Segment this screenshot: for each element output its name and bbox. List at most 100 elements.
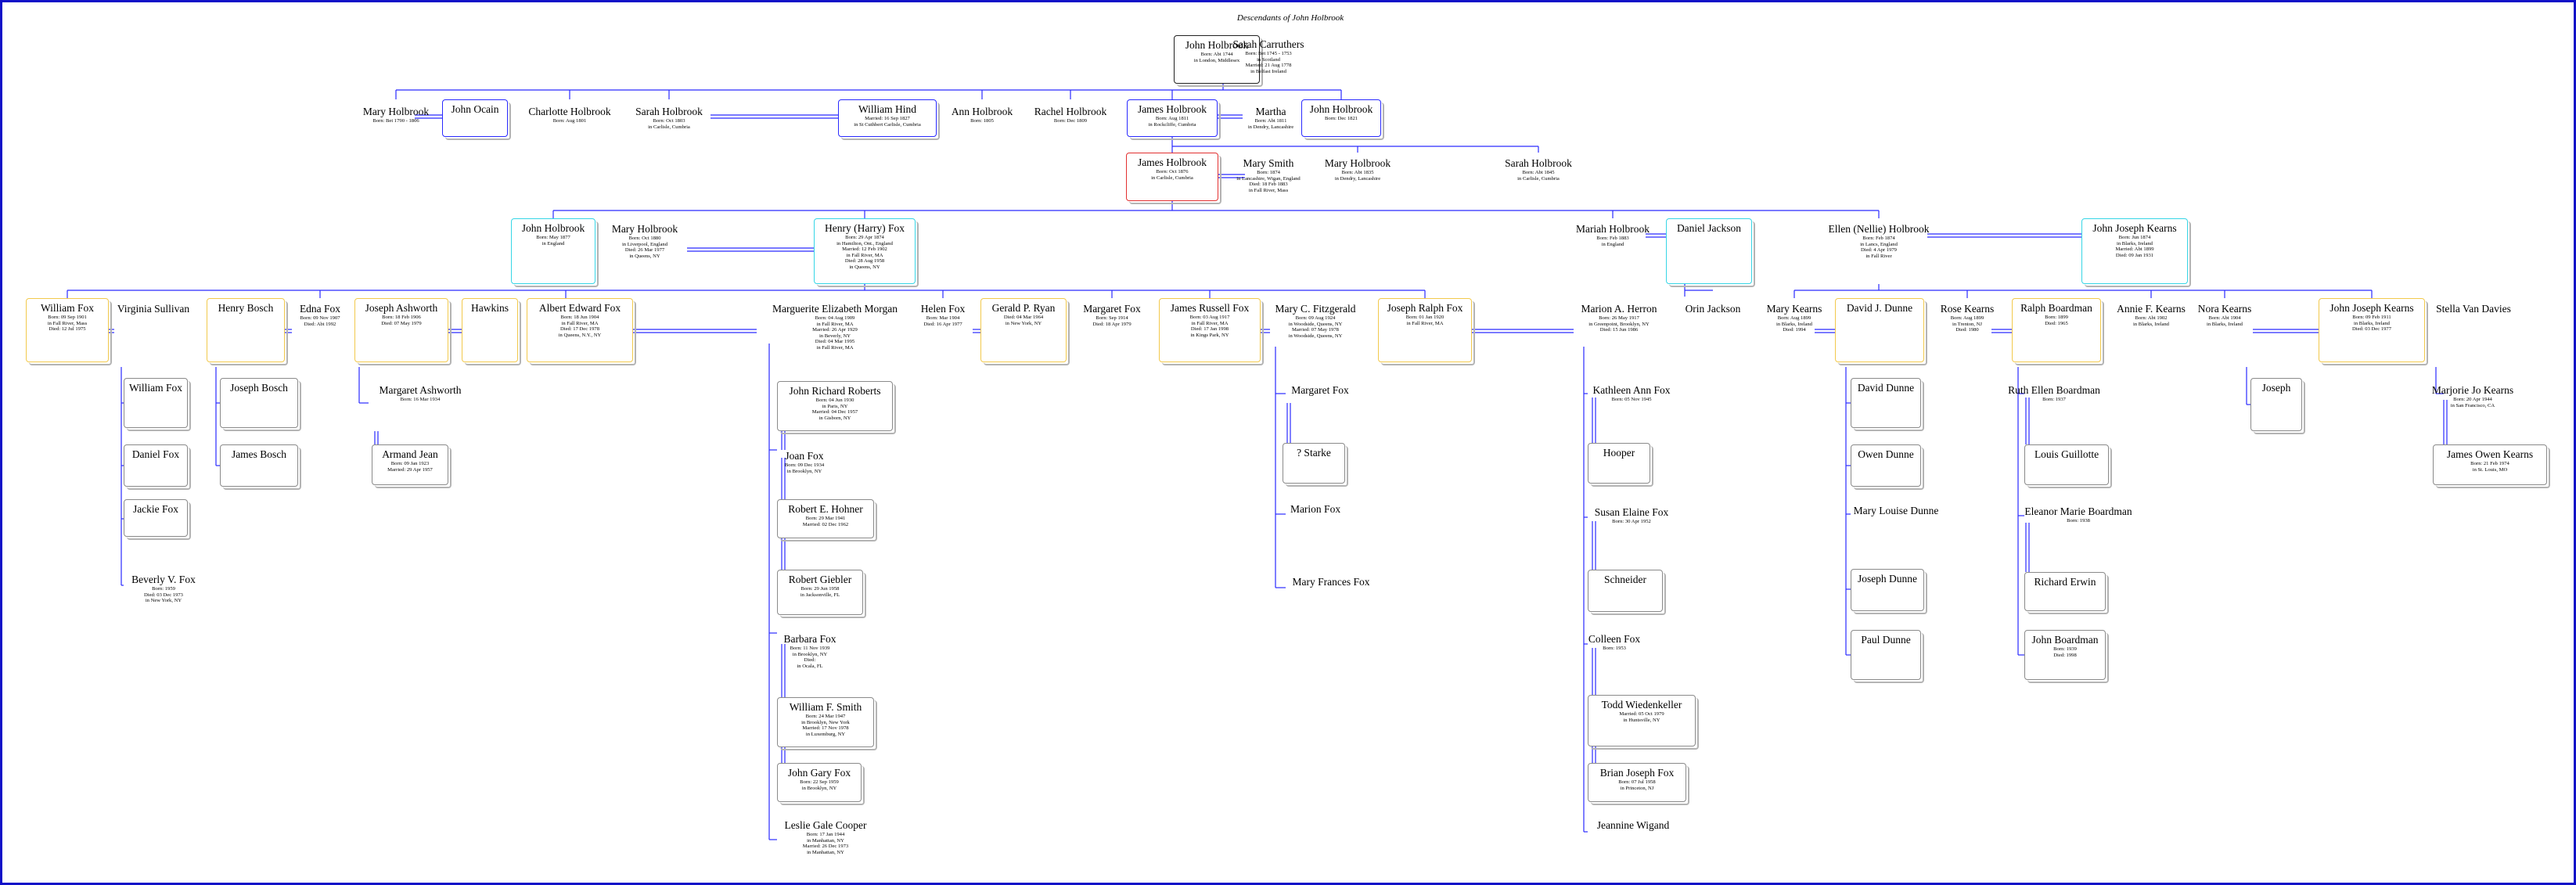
person-detail: in Blarks, Ireland [2117, 240, 2153, 246]
person-detail: Born: 01 Jan 1920 [1405, 315, 1445, 320]
person-card: Joseph [2250, 378, 2305, 434]
person-card: Paul Dunne [1851, 630, 1924, 683]
person-detail: Died: 4 Apr 1979 [1861, 247, 1897, 254]
person-detail: in Brooklyn, NY [801, 785, 837, 791]
person-detail: Born: 22 Sep 1959 [800, 779, 839, 785]
person-detail: in Fall River, MA [1191, 320, 1229, 326]
person-name: Mary Louise Dunne [1853, 505, 1939, 516]
person-detail: Married: 05 Oct 1979 [1619, 711, 1664, 717]
person-detail: in Luxemburg, NY [805, 731, 846, 737]
person-name: Mary Holbrook [611, 223, 678, 235]
person-name: Owen Dunne [1858, 448, 1914, 460]
person-detail: Born: 09 Aug 1924 [1295, 315, 1336, 321]
person-detail: in Brooklyn, NY [792, 651, 828, 657]
person-name: Joseph Ashworth [365, 302, 438, 314]
person-detail: Married: 26 Apr 1929 [812, 327, 858, 333]
person-name: John Ocain [451, 103, 499, 115]
person-name: John Gary Fox [787, 767, 851, 779]
person-name: Sarah Holbrook [1505, 157, 1572, 169]
person-detail: Born: 09 Feb 1911 [2352, 315, 2391, 320]
person-detail: in London, Middlesex [1193, 57, 1240, 63]
person-name: Hooper [1603, 447, 1635, 459]
person-name: David Dunne [1857, 382, 1915, 394]
person-detail: Died: 26 Mar 1977 [624, 247, 665, 254]
person-detail: Married: 29 Apr 1957 [387, 466, 433, 473]
person-name: Daniel Fox [131, 448, 180, 460]
person-detail: in Manhattan, NY [807, 837, 844, 844]
person-detail: Born: Bet 1745 - 1753 [1245, 51, 1292, 56]
person-detail: Born: 1938 [2067, 518, 2090, 523]
person-card: Henry Bosch [207, 298, 288, 365]
person-card: Schneider [1588, 570, 1666, 615]
person-name: John Richard Roberts [789, 385, 881, 397]
person-card: David Dunne [1851, 378, 1924, 431]
person-detail: Born: 20 Apr 1944 [2453, 397, 2492, 402]
person-name: Charlotte Holbrook [528, 106, 611, 117]
person-name: Ellen (Nellie) Holbrook [1828, 223, 1930, 235]
person-name: Sarah Carruthers [1232, 38, 1304, 50]
person-detail: in Carlisle, Cumbria [648, 124, 690, 130]
person-detail: in Fall River, Mass [47, 320, 88, 326]
person-detail: in Greenpoint, Brooklyn, NY [1588, 321, 1650, 327]
person-detail: Born: 1899 [2045, 315, 2068, 320]
person-detail: Born: Oct 1803 [653, 118, 685, 124]
person-card: Jeannine Wigand [1597, 819, 1670, 832]
person-detail: in St Cuthbert Carlisle, Cumbria [854, 121, 921, 128]
person-name: Mary C. Fitzgerald [1275, 303, 1356, 315]
person-detail: Born: Abt 1835 [1341, 170, 1374, 175]
person-card: John Ocain [442, 99, 511, 140]
person-detail: in Fall River, MA [1406, 320, 1444, 326]
person-detail: Born: 11 Nov 1939 [790, 646, 830, 651]
person-name: Stella Van Davies [2436, 303, 2511, 315]
person-detail: Married: Abt 1899 [2115, 246, 2154, 253]
person-card: ? Starke [1283, 443, 1348, 487]
person-detail: Born: 18 Feb 1906 [382, 315, 421, 320]
person-card: Louis Guillotte [2024, 444, 2112, 488]
person-detail: Born: Feb 1874 [1862, 236, 1895, 241]
person-detail: in Paris, NY [822, 403, 848, 409]
person-detail: Died: 17 Jan 1998 [1190, 326, 1229, 333]
person-card: Hooper [1588, 443, 1653, 487]
person-name: James Holbrook [1137, 103, 1207, 115]
person-detail: in Fall River [1865, 253, 1892, 259]
person-detail: Died: 28 Aug 1958 [844, 258, 885, 264]
person-card: Virginia Sullivan [117, 303, 189, 315]
person-detail: Married: 17 Nov 1978 [802, 725, 849, 732]
person-detail: Born: 1805 [970, 118, 994, 124]
person-detail: in Carlisle, Cumbria [1151, 174, 1193, 181]
person-detail: Born: May 1877 [536, 235, 570, 240]
person-name: Joseph Dunne [1857, 573, 1918, 585]
person-name: Margaret Fox [1291, 384, 1349, 396]
person-name: Marion A. Herron [1581, 303, 1657, 315]
person-name: Leslie Gale Cooper [784, 819, 867, 831]
person-name: William Fox [40, 302, 95, 314]
person-detail: Born: Aug 1801 [552, 118, 587, 124]
person-detail: in New York, NY [145, 598, 182, 604]
person-name: Annie F. Kearns [2117, 303, 2186, 315]
person-detail: Born: Aug 1899 [1777, 315, 1811, 321]
person-detail: Born: Oct 1876 [1156, 169, 1189, 174]
person-name: Richard Erwin [2034, 576, 2096, 588]
person-name: Marion Fox [1290, 503, 1341, 515]
person-name: Jackie Fox [132, 503, 179, 515]
